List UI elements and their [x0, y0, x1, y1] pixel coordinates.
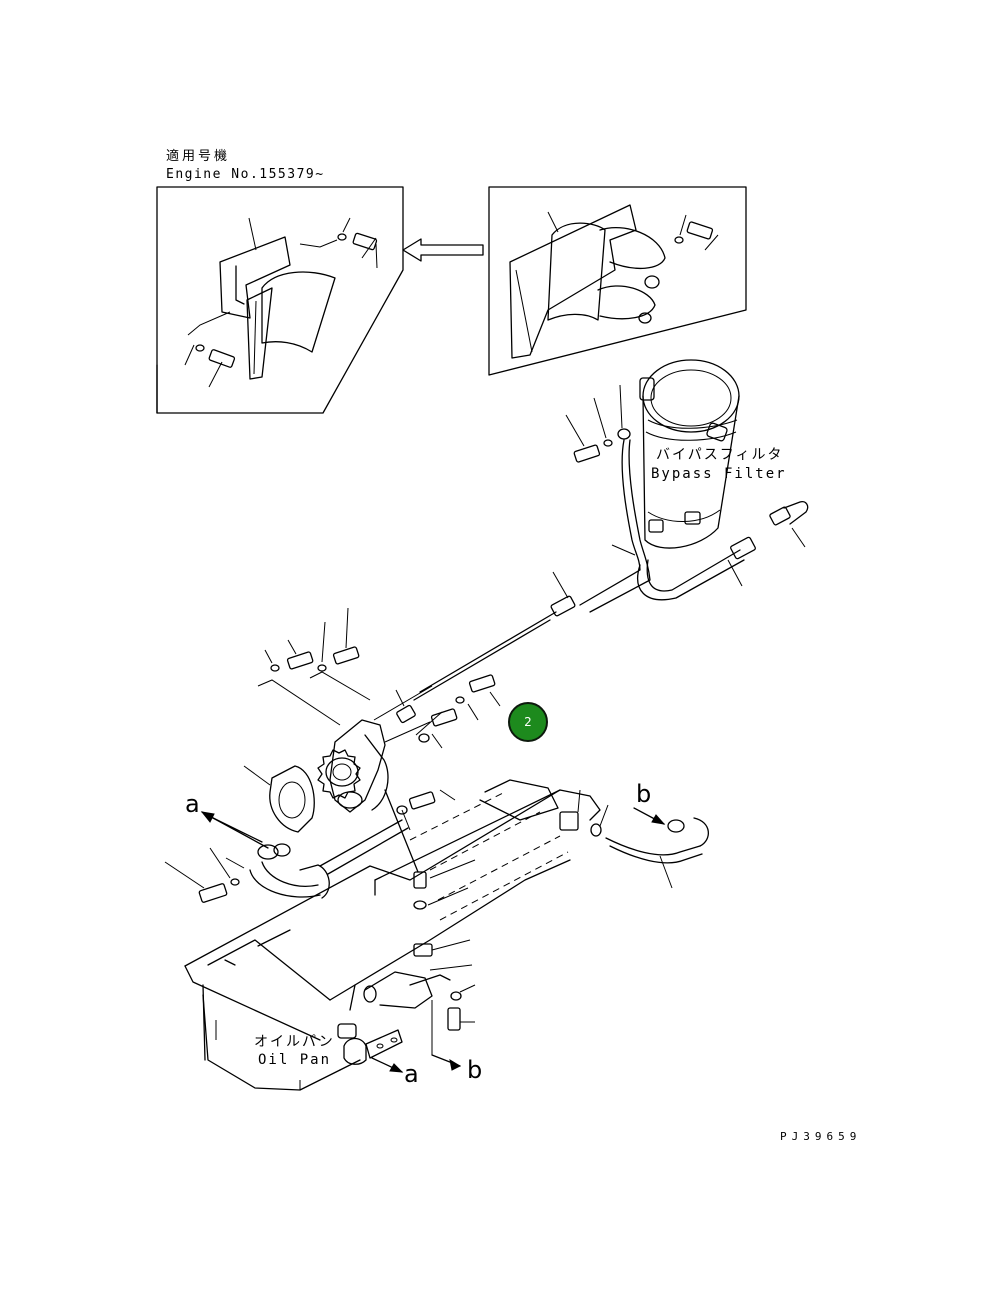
oil-tube-right [559, 789, 709, 889]
connection-letter-a-bottom: a [404, 1060, 419, 1088]
drawing-code: PJ39659 [780, 1130, 862, 1143]
oil-pan-label-en: Oil Pan [258, 1052, 332, 1068]
pan-fittings-center [363, 789, 476, 1071]
bolt-inset-left-upper [299, 217, 378, 269]
bypass-filter-hoses [413, 439, 809, 701]
oil-pump-drawing [317, 689, 416, 813]
bolt-inset-left-lower [184, 311, 236, 388]
pump-side-bolts [384, 674, 501, 749]
pump-gasket-drawing [243, 765, 315, 833]
arrow-left-icon [402, 238, 484, 262]
bypass-filter-label-jp: バイパスフィルタ [656, 447, 784, 463]
bracket-with-clamp-drawing [509, 204, 666, 359]
suction-pipe-drawing [164, 811, 409, 903]
filter-mount-bolt [565, 384, 631, 463]
bracket-new-drawing [219, 217, 336, 380]
inset-frame-left [156, 186, 404, 414]
bypass-filter-drawing [639, 359, 740, 549]
bolt-inset-right [674, 214, 719, 251]
oil-pan-drawing [184, 779, 601, 1091]
applicable-note-jp: 適用号機 [166, 149, 231, 164]
callout-badge[interactable]: 2 [508, 702, 548, 742]
bypass-filter-label-en: Bypass Filter [651, 466, 787, 482]
connection-letter-a-left: a [185, 790, 200, 818]
strainer-drawing [337, 1023, 404, 1073]
connection-letter-b-right: b [636, 780, 652, 808]
inset-frame-right [488, 186, 747, 376]
applicable-note-engine-no: Engine No.155379~ [166, 167, 325, 182]
connection-arrow-a [204, 813, 263, 843]
connection-letter-b-bottom: b [467, 1056, 483, 1084]
pump-bolts [257, 607, 433, 726]
oil-pan-label-jp: オイルパン [254, 1034, 335, 1050]
